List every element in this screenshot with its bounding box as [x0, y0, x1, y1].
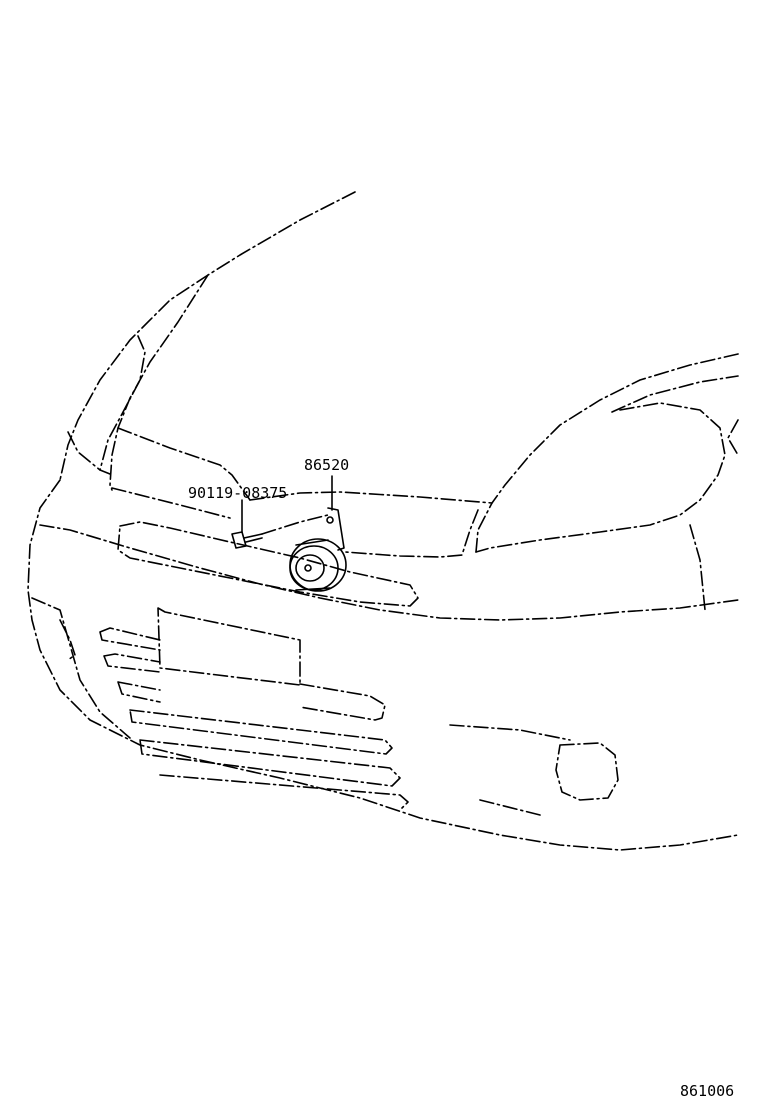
figure-number: 861006 [680, 1082, 735, 1100]
lamp-lower [111, 487, 231, 519]
license-plate-recess [157, 607, 301, 686]
right-headlight-outer [475, 353, 739, 553]
bolt-to-horn-line [261, 514, 329, 535]
right-headlight-inner [475, 402, 726, 553]
bumper-top [27, 479, 739, 851]
right-fender [689, 524, 706, 611]
lower-slot-5 [139, 739, 401, 787]
left-lamp-lens [117, 427, 251, 501]
lower-slot-4 [129, 709, 393, 755]
bolt-part-number: 90119-08375 [188, 484, 288, 502]
lower-slot-3 [117, 681, 386, 721]
upper-slot [117, 521, 419, 607]
right-lower-line [449, 724, 571, 816]
right-fog-lamp [555, 742, 619, 801]
upper-grille-line [249, 491, 493, 504]
lower-slot-1 [99, 627, 161, 651]
right-headlight-lens [611, 375, 739, 456]
bumper-lower-surface [31, 597, 131, 739]
lower-slot-2 [103, 653, 161, 673]
left-headlight [109, 274, 209, 491]
horn-icon [289, 507, 347, 592]
horn-part-number: 86520 [304, 456, 350, 474]
lower-slot-6 [159, 774, 409, 809]
left-headlight-inner [99, 335, 146, 471]
hood-edge [59, 191, 356, 481]
bumper-upper-surface [39, 524, 739, 621]
grille-opening-right [344, 509, 479, 558]
left-headlight-outline [67, 431, 111, 475]
bumper-corner [59, 619, 76, 661]
bolt-icon [231, 531, 263, 549]
